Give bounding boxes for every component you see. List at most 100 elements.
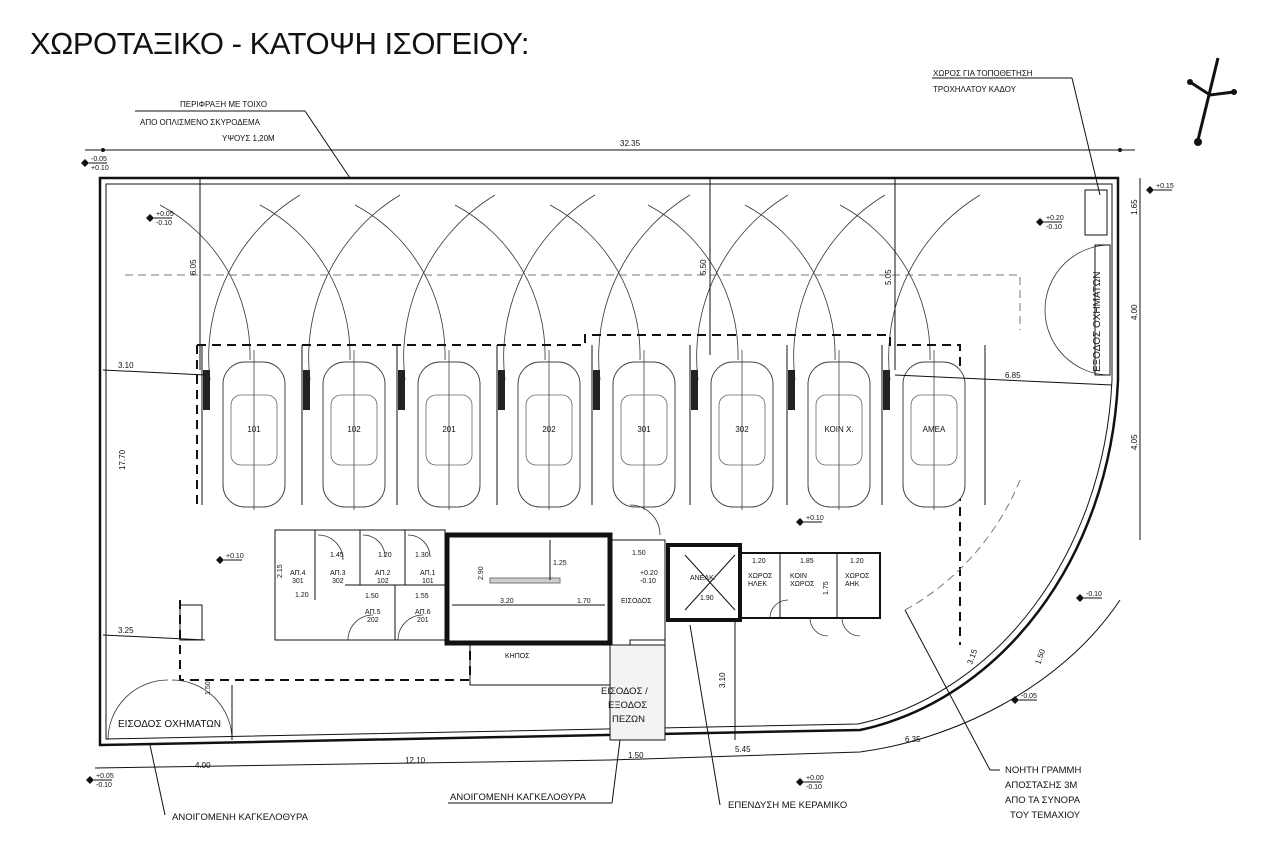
parking-space: ΚΟΙΝ Χ. [786, 345, 871, 510]
level-marker-right-gate: +0.20 -0.10 [1036, 215, 1064, 231]
turning-arc [647, 204, 739, 361]
svg-text:ΧΩΡΟΣ: ΧΩΡΟΣ [845, 573, 870, 580]
svg-text:-0.10: -0.10 [1086, 591, 1102, 598]
svg-text:1.50: 1.50 [632, 550, 646, 557]
svg-text:302: 302 [332, 578, 344, 585]
level-marker-core: +0.10 [796, 515, 824, 526]
manoeuvre-arcs [159, 194, 981, 381]
svg-text:+0.10: +0.10 [806, 515, 824, 522]
turning-arc [696, 194, 789, 381]
svg-text:+0.05: +0.05 [156, 211, 174, 218]
column [788, 370, 795, 410]
svg-text:ΑΗΚ: ΑΗΚ [845, 581, 860, 588]
svg-text:-0.10: -0.10 [1046, 224, 1062, 231]
svg-text:ΚΗΠΟΣ: ΚΗΠΟΣ [505, 653, 530, 660]
svg-text:12.10: 12.10 [405, 756, 426, 765]
turning-arc [744, 204, 836, 361]
level-marker-bottom-left: +0.05 -0.10 [86, 773, 114, 789]
svg-text:1.30: 1.30 [415, 552, 429, 559]
svg-text:ΑΠ.5: ΑΠ.5 [365, 609, 381, 616]
svg-text:1.20: 1.20 [850, 558, 864, 565]
svg-text:1.20: 1.20 [295, 592, 309, 599]
svg-text:5.05: 5.05 [884, 269, 893, 285]
svg-text:-0.05: -0.05 [91, 156, 107, 163]
svg-text:+0.05: +0.05 [96, 773, 114, 780]
svg-text:+0.10: +0.10 [91, 165, 109, 172]
turning-arc [308, 194, 401, 381]
svg-text:ΠΕΖΩΝ: ΠΕΖΩΝ [612, 714, 645, 725]
bin-space-annotation: ΧΩΡΟΣ ΓΙΑ ΤΟΠΟΘΕΤΗΣΗ ΤΡΟΧΗΛΑΤΟΥ ΚΑΔΟΥ [932, 69, 1101, 196]
svg-text:6.05: 6.05 [189, 259, 198, 275]
turning-arc [208, 194, 301, 381]
parking-space-label: 301 [637, 425, 651, 434]
parking-space-label: 202 [542, 425, 556, 434]
vehicle-exit-gate[interactable]: ΕΞΟΔΟΣ ΟΧΗΜΑΤΩΝ [1044, 244, 1111, 376]
svg-text:3.20: 3.20 [500, 598, 514, 605]
svg-text:ΧΩΡΟΣ ΓΙΑ ΤΟΠΟΘΕΤΗΣΗ: ΧΩΡΟΣ ΓΙΑ ΤΟΠΟΘΕΤΗΣΗ [933, 69, 1033, 78]
parking-space-label: ΑΜΕΑ [923, 425, 946, 434]
building-outline-bottom [179, 600, 471, 681]
svg-text:101: 101 [422, 578, 434, 585]
svg-text:1.70: 1.70 [577, 598, 591, 605]
svg-text:5.50: 5.50 [699, 259, 708, 275]
svg-text:+0.10: +0.10 [226, 553, 244, 560]
svg-text:4.05: 4.05 [1130, 434, 1139, 450]
parking-space-label: 102 [347, 425, 361, 434]
svg-text:ΕΙΣΟΔΟΣ /: ΕΙΣΟΔΟΣ / [601, 686, 648, 697]
svg-text:1.65: 1.65 [1130, 199, 1139, 215]
svg-text:ΠΕΡΙΦΡΑΞΗ ΜΕ ΤΟΙΧΟ: ΠΕΡΙΦΡΑΞΗ ΜΕ ΤΟΙΧΟ [180, 100, 267, 109]
svg-text:ΑΠ.3: ΑΠ.3 [330, 570, 346, 577]
svg-text:6.35: 6.35 [905, 735, 921, 744]
parking-space: 101 [201, 345, 286, 510]
level-marker-curve-end: -0.05 [1011, 693, 1037, 704]
svg-text:1.90: 1.90 [700, 595, 714, 602]
svg-text:1.85: 1.85 [800, 558, 814, 565]
svg-text:ΤΡΟΧΗΛΑΤΟΥ ΚΑΔΟΥ: ΤΡΟΧΗΛΑΤΟΥ ΚΑΔΟΥ [933, 85, 1017, 94]
level-marker-parking: +0.05 -0.10 [146, 211, 174, 227]
svg-text:1.25: 1.25 [553, 560, 567, 567]
vehicle-entrance-gate[interactable]: ΕΙΣΟΔΟΣ ΟΧΗΜΑΤΩΝ 1.50 [107, 604, 233, 741]
svg-text:1.45: 1.45 [330, 552, 344, 559]
svg-text:ΑΠ.6: ΑΠ.6 [415, 609, 431, 616]
svg-text:ΕΠΕΝΔΥΣΗ ΜΕ ΚΕΡΑΜΙΚΟ: ΕΠΕΝΔΥΣΗ ΜΕ ΚΕΡΑΜΙΚΟ [728, 800, 847, 811]
level-marker-top-left: -0.05 +0.10 [81, 156, 109, 172]
svg-text:1.20: 1.20 [378, 552, 392, 559]
drawing-title: ΧΩΡΟΤΑΞΙΚΟ - ΚΑΤΟΨΗ ΙΣΟΓΕΙΟΥ: [30, 26, 529, 61]
column [398, 370, 405, 410]
turning-arc [793, 194, 886, 381]
svg-text:ΑΠ.1: ΑΠ.1 [420, 570, 436, 577]
parking-space-label: ΚΟΙΝ Χ. [824, 425, 853, 434]
svg-text:ΑΝΟΙΓΟΜΕΝΗ ΚΑΓΚΕΛΟΘΥΡΑ: ΑΝΟΙΓΟΜΕΝΗ ΚΑΓΚΕΛΟΘΥΡΑ [172, 812, 309, 823]
svg-text:+0.20: +0.20 [1046, 215, 1064, 222]
svg-text:ΚΟΙΝ: ΚΟΙΝ [790, 573, 807, 580]
parking-space: 301 [591, 345, 676, 510]
svg-text:ΕΙΣΟΔΟΣ ΟΧΗΜΑΤΩΝ: ΕΙΣΟΔΟΣ ΟΧΗΜΑΤΩΝ [118, 719, 221, 730]
staircase: 2.90 1.25 3.20 1.70 [444, 532, 613, 646]
garden: ΚΗΠΟΣ [469, 644, 611, 686]
level-marker-top-right: +0.15 [1146, 183, 1174, 194]
parking-space-label: 101 [247, 425, 261, 434]
svg-text:-0.10: -0.10 [96, 782, 112, 789]
column [883, 370, 890, 410]
service-rooms: 1.20 1.85 1.20 ΧΩΡΟΣ ΗΛΕΚ ΚΟΙΝ ΧΩΡΟΣ ΧΩΡ… [739, 552, 881, 637]
svg-text:3.15: 3.15 [965, 647, 979, 665]
storage-rooms: ΑΠ.4 301 ΑΠ.3 302 ΑΠ.2 102 ΑΠ.1 101 ΑΠ.5… [274, 529, 446, 641]
level-marker-curve: -0.10 [1076, 591, 1102, 602]
level-markers: -0.05 +0.10 +0.05 -0.10 +0.15 +0.20 -0.10 +0.10… [81, 156, 1174, 791]
svg-text:-0.10: -0.10 [156, 220, 172, 227]
svg-text:ΕΞΟΔΟΣ ΟΧΗΜΑΤΩΝ: ΕΞΟΔΟΣ ΟΧΗΜΑΤΩΝ [1092, 272, 1103, 373]
parking-space: ΑΜΕΑ [881, 345, 966, 510]
svg-text:6.85: 6.85 [1005, 371, 1021, 380]
svg-text:1.50: 1.50 [365, 593, 379, 600]
svg-text:+0.00: +0.00 [806, 775, 824, 782]
svg-text:3.10: 3.10 [718, 672, 727, 688]
svg-text:ΑΝΕΛΚ.: ΑΝΕΛΚ. [690, 575, 716, 582]
turning-arc [454, 204, 546, 361]
callouts: ΑΝΟΙΓΟΜΕΝΗ ΚΑΓΚΕΛΟΘΥΡΑ ΑΝΟΙΓΟΜΕΝΗ ΚΑΓΚΕΛ… [149, 479, 1081, 823]
svg-text:ΕΙΣΟΔΟΣ: ΕΙΣΟΔΟΣ [621, 598, 652, 605]
north-arrow-icon [1187, 57, 1237, 146]
parking-space: 302 [689, 345, 774, 510]
svg-text:1.55: 1.55 [415, 593, 429, 600]
